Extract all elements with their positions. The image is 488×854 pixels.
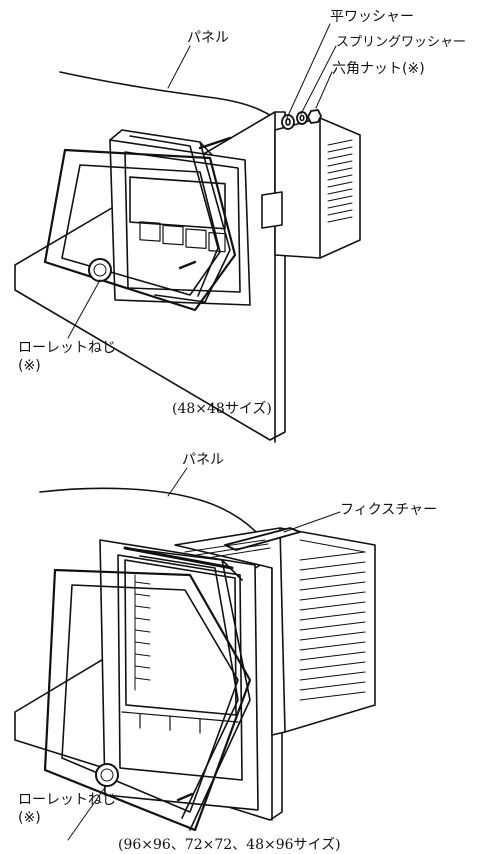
top-label-knurled-screw: ローレットねじ [18, 340, 116, 356]
spring-washer-hole [299, 114, 305, 122]
bottom-label-knurled-screw-note: (※) [18, 810, 41, 826]
top-side-clip [261, 191, 283, 229]
top-display-window [129, 176, 226, 230]
bottom-housing-corner [279, 527, 286, 733]
bottom-leader-fixture [283, 511, 341, 533]
bottom-leader-knurled [67, 785, 107, 841]
bottom-cover-frame [43, 568, 252, 832]
top-latch-wire [109, 129, 231, 303]
spring-washer-part [296, 111, 308, 125]
top-washers [281, 109, 322, 130]
flat-washer-part [281, 114, 295, 130]
top-label-panel: パネル [187, 30, 229, 46]
bottom-hinge [123, 546, 234, 570]
top-leader-panel [167, 45, 191, 89]
bottom-knurled-screw [95, 763, 119, 787]
top-leader-flat-washer [286, 23, 331, 119]
bottom-front-inner [117, 554, 243, 781]
top-cover-inner [61, 164, 221, 296]
bottom-figure [14, 467, 376, 841]
bottom-leader-panel [167, 467, 188, 497]
top-label-spring-washer: スプリングワッシャー [336, 35, 467, 50]
top-knurled-screw [88, 258, 112, 282]
top-label-knurled-screw-note: (※) [18, 358, 41, 374]
bottom-caption: (96×96、72×72、48×96サイズ) [118, 837, 341, 853]
bottom-latch-wire [124, 547, 251, 831]
hex-nut-part [307, 109, 322, 124]
top-leader-spring-washer [300, 45, 337, 115]
top-caption: (48×48サイズ) [172, 401, 272, 417]
bottom-cover-inner [61, 584, 239, 813]
top-housing-vents [327, 139, 353, 223]
top-figure [14, 23, 361, 443]
top-label-flat-washer: 平ワッシャー [330, 9, 414, 25]
top-latch-wire-2 [129, 135, 219, 297]
bottom-bolt [176, 792, 194, 802]
top-bolt [198, 136, 232, 150]
top-leader-knurled [67, 279, 101, 339]
bottom-latch-wire-2 [139, 555, 239, 819]
top-housing-box [274, 117, 361, 259]
top-label-hex-nut: 六角ナット(※) [332, 61, 425, 77]
bottom-scale-ticks [134, 574, 151, 691]
top-leader-hex-nut [315, 71, 333, 109]
bottom-key-row [121, 711, 239, 734]
bottom-fixture [224, 527, 301, 551]
bottom-label-knurled-screw: ローレットねじ [18, 792, 116, 808]
flat-washer-hole [285, 118, 291, 126]
top-front-inner [124, 151, 241, 293]
bottom-knurled-screw-inner [100, 768, 114, 782]
bottom-label-fixture: フィクスチャー [340, 502, 438, 518]
top-knurled-screw-inner [93, 263, 107, 277]
top-bolt-lower [178, 260, 197, 270]
bottom-side-vents [299, 551, 366, 701]
bottom-label-panel: パネル [182, 452, 224, 468]
top-cable [59, 71, 291, 131]
